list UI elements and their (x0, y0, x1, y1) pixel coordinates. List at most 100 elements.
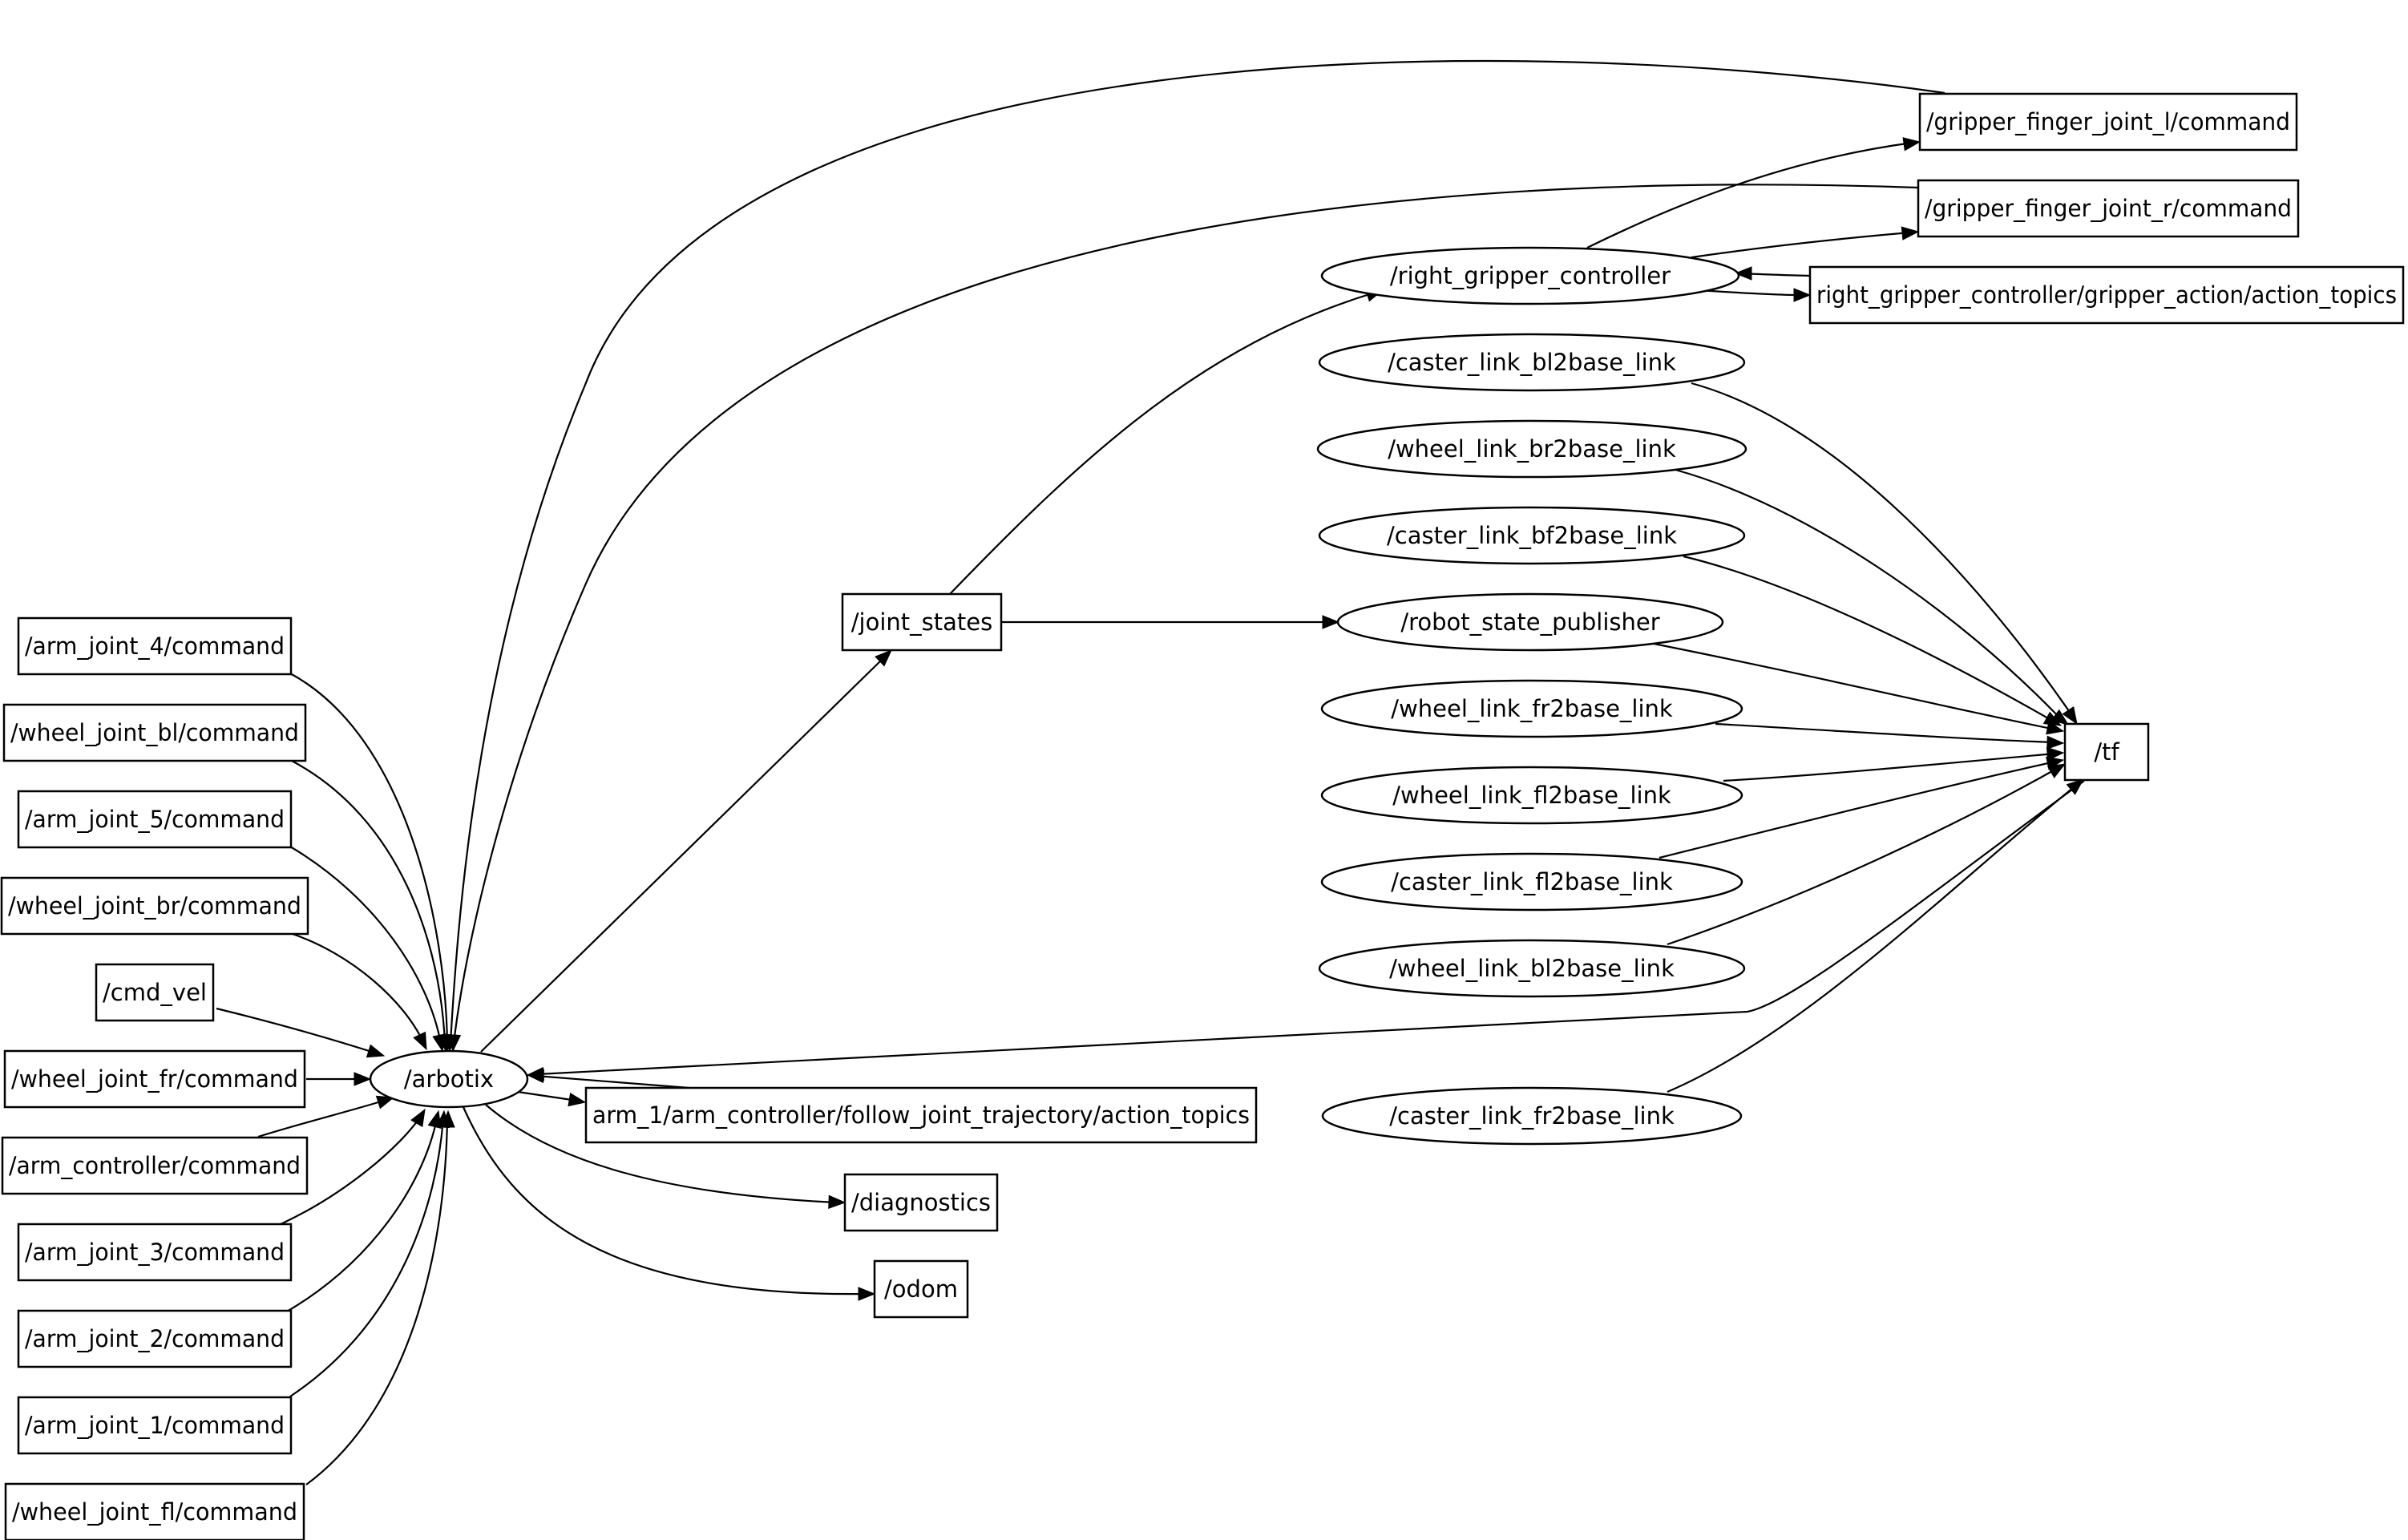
node-ellipse (1320, 852, 1743, 911)
edge-line (517, 1090, 578, 1102)
edge-line (1675, 468, 2063, 721)
arrowhead-icon (1901, 226, 1920, 240)
edge-joint_states-to-robot_state_publisher (1001, 615, 1340, 629)
node-label: /wheel_link_bl2base_link (1389, 955, 1675, 982)
node-label: /arm_joint_5/command (25, 806, 285, 833)
node-wheel-fl[interactable]: /wheel_link_fl2base_link (1320, 766, 1743, 825)
node-box (2, 703, 307, 762)
node-wheel-joint-br[interactable]: /wheel_joint_br/command (0, 876, 309, 936)
node-ellipse (1318, 333, 1746, 392)
edge-line (257, 1098, 387, 1138)
edge-line (289, 932, 424, 1043)
arrowhead-icon (1902, 137, 1921, 152)
node-arm-traj[interactable]: arm_1/arm_controller/follow_joint_trajec… (584, 1086, 1258, 1144)
edge-line (1649, 641, 2056, 731)
edge-wheel_joint_bl-to-arbotix (289, 759, 452, 1053)
node-label: right_gripper_controller/gripper_action/… (1816, 281, 2397, 309)
node-box (17, 1223, 293, 1282)
arrowhead-icon (2046, 735, 2065, 750)
node-box (17, 616, 293, 676)
edge-caster_bl-to-tf (1691, 382, 2078, 726)
edge-gripper_l-to-arbotix (442, 59, 1945, 1053)
node-caster-bf[interactable]: /caster_link_bf2base_link (1318, 506, 1746, 565)
node-arbotix[interactable]: /arbotix (369, 1049, 529, 1109)
node-tf[interactable]: /tf (2063, 722, 2150, 782)
node-label: /gripper_finger_joint_r/command (1925, 195, 2292, 222)
node-box (0, 876, 309, 936)
node-label: /arm_joint_4/command (25, 633, 285, 660)
node-box (3, 1049, 306, 1109)
node-odom[interactable]: /odom (873, 1259, 969, 1319)
node-label: /caster_link_fl2base_link (1391, 868, 1673, 895)
node-box (1, 1136, 309, 1195)
node-caster-bl[interactable]: /caster_link_bl2base_link (1318, 333, 1746, 392)
node-box (95, 963, 215, 1022)
edge-wheel_joint_fl-to-arbotix (305, 1110, 455, 1485)
node-label: /tf (2094, 738, 2119, 766)
node-arm-joint-4[interactable]: /arm_joint_4/command (17, 616, 293, 676)
node-gripper-l[interactable]: /gripper_finger_joint_l/command (1918, 92, 2298, 152)
arrowhead-icon (1322, 615, 1340, 629)
arrowhead-icon (432, 1033, 446, 1053)
arrowhead-icon (375, 1095, 395, 1110)
node-robot-state-publisher[interactable]: /robot_state_publisher (1336, 592, 1724, 652)
node-wheel-joint-fl[interactable]: /wheel_joint_fl/command (4, 1482, 305, 1540)
node-arm-joint-1[interactable]: /arm_joint_1/command (17, 1396, 293, 1455)
edge-arm_joint_5-to-arbotix (289, 846, 446, 1053)
node-label: /wheel_link_fr2base_link (1391, 695, 1673, 722)
arrowhead-icon (858, 1287, 876, 1301)
arrowhead-icon (526, 1069, 545, 1084)
node-right-gripper-controller[interactable]: /right_gripper_controller (1320, 246, 1740, 305)
node-wheel-br[interactable]: /wheel_link_br2base_link (1316, 419, 1747, 479)
node-arm-joint-5[interactable]: /arm_joint_5/command (17, 790, 293, 849)
node-ellipse (1320, 679, 1743, 738)
node-box (1918, 92, 2298, 152)
edge-line (1667, 783, 2079, 1093)
arrowhead-icon (1793, 288, 1812, 302)
node-arm-controller[interactable]: /arm_controller/command (1, 1136, 309, 1195)
node-wheel-fr[interactable]: /wheel_link_fr2base_link (1320, 679, 1743, 738)
arrowhead-icon (410, 1108, 426, 1128)
node-gripper-action[interactable]: right_gripper_controller/gripper_action/… (1808, 265, 2405, 325)
node-diagnostics[interactable]: /diagnostics (843, 1173, 999, 1232)
node-label: /caster_link_bf2base_link (1387, 522, 1677, 549)
node-arm-joint-2[interactable]: /arm_joint_2/command (17, 1309, 293, 1368)
edge-wheel_joint_fr-to-arbotix (306, 1072, 372, 1086)
edge-line (449, 59, 1945, 1045)
edge-wheel_br-to-tf (1675, 468, 2070, 726)
node-ellipse (1318, 506, 1746, 565)
edge-line (452, 184, 1918, 1045)
node-wheel-joint-fr[interactable]: /wheel_joint_fr/command (3, 1049, 306, 1109)
node-label: /cmd_vel (103, 979, 207, 1006)
edge-line (1691, 231, 1911, 259)
node-caster-fl[interactable]: /caster_link_fl2base_link (1320, 852, 1743, 911)
edge-line (1715, 722, 2056, 744)
arrowhead-icon (2066, 778, 2085, 795)
node-arm-joint-3[interactable]: /arm_joint_3/command (17, 1223, 293, 1282)
edge-right_gripper_controller-to-gripper_l (1586, 137, 1921, 249)
edge-line (1691, 382, 2074, 717)
node-label: /right_gripper_controller (1390, 262, 1671, 289)
arrowhead-icon (413, 1031, 427, 1051)
edge-arm_joint_2-to-arbotix (286, 1110, 442, 1312)
node-caster-fr[interactable]: /caster_link_fr2base_link (1321, 1086, 1743, 1146)
node-cmd-vel[interactable]: /cmd_vel (95, 963, 215, 1022)
arrowhead-icon (875, 649, 892, 667)
node-joint-states[interactable]: /joint_states (841, 592, 1003, 652)
edge-arm_traj-to-arbotix (526, 1069, 690, 1089)
node-wheel-joint-bl[interactable]: /wheel_joint_bl/command (2, 703, 307, 762)
edge-right_gripper_controller-to-gripper_action (1699, 288, 1812, 302)
node-label: arm_1/arm_controller/follow_joint_trajec… (592, 1101, 1250, 1129)
node-wheel-bl[interactable]: /wheel_link_bl2base_link (1318, 939, 1746, 998)
edge-line (289, 1118, 445, 1397)
edge-line (485, 1104, 838, 1204)
edge-arm_joint_1-to-arbotix (289, 1110, 450, 1397)
edge-wheel_joint_br-to-arbotix (289, 932, 427, 1051)
edge-arbotix-to-diagnostics (485, 1104, 846, 1210)
node-box (2063, 722, 2150, 782)
edge-arbotix-to-joint_states (480, 649, 892, 1053)
node-gripper-r[interactable]: /gripper_finger_joint_r/command (1917, 179, 2300, 238)
node-label: /arm_joint_2/command (25, 1325, 285, 1352)
edge-line (216, 1007, 378, 1055)
